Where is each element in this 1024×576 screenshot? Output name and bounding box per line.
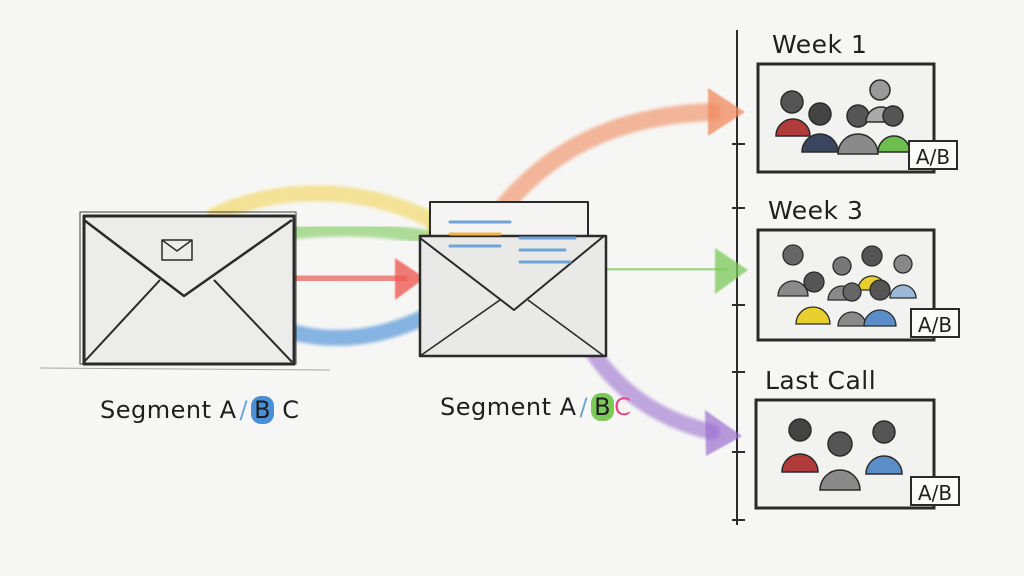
segment-prefix: Segment A [440,393,577,421]
arrowhead-green [715,248,748,294]
segment-letter-b: B [251,396,275,424]
arrowhead-purple [705,410,742,456]
person-group [775,79,911,155]
arrow-red [272,269,408,288]
segment-letter-b: B [591,393,615,421]
segment-separator: / [579,393,589,421]
segment-letter-c: C [614,393,632,421]
arrow-yellow [207,185,448,233]
segment-prefix: Segment A [100,396,237,424]
ab-badge: A/B [910,476,960,506]
segment-letter-c: C [282,396,300,424]
ab-badge: A/B [910,308,960,338]
envelope-icon [39,211,331,371]
stage-label-week-3: Week 3 [768,196,864,225]
stage-label-last-call: Last Call [765,366,877,395]
arrow-green-b [581,259,729,279]
ab-badge: A/B [908,140,958,170]
person-group [781,418,903,491]
segment-separator: / [239,396,249,424]
stage-label-week-1: Week 1 [772,30,868,59]
person-group [777,244,917,327]
arrow-orange [496,103,721,214]
segment-label: Segment A/B C [100,396,300,424]
arrowhead-red [395,258,425,300]
stage-box-week-1 [756,62,936,174]
arrowhead-orange [708,88,745,136]
stage-box-last-call [754,398,936,510]
envelope-icon [418,201,608,358]
stage-box-week-3 [756,228,936,342]
